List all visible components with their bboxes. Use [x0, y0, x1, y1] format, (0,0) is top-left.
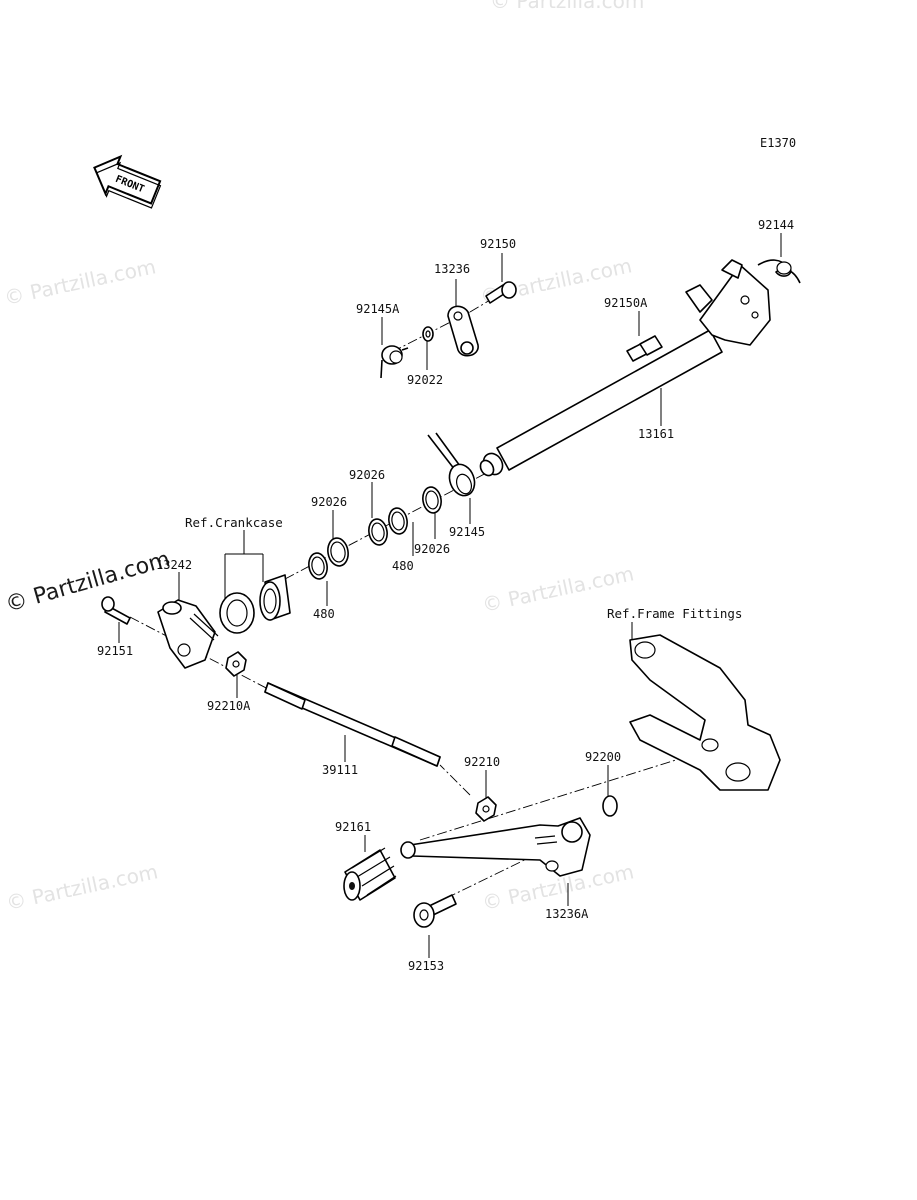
nut-92210A	[225, 651, 247, 677]
part-number-label[interactable]: 92161	[335, 820, 371, 834]
watermark: © Partzilla.com	[490, 0, 644, 13]
nut-92210	[475, 796, 497, 822]
part-number-label[interactable]: 92145	[449, 525, 485, 539]
part-number-label[interactable]: 13236	[434, 262, 470, 276]
ref-frame-fittings-label: Ref.Frame Fittings	[607, 606, 742, 621]
spring-92144	[757, 259, 801, 284]
part-number-label[interactable]: 92151	[97, 644, 133, 658]
diagram-code: E1370	[760, 136, 796, 150]
bolt-92151	[101, 596, 131, 625]
part-number-label[interactable]: 92210A	[207, 699, 251, 713]
part-number-label[interactable]: 92150	[480, 237, 516, 251]
bolt-92150	[485, 281, 517, 304]
watermark: © Partzilla.com	[4, 859, 160, 915]
part-number-labels: 92144 92150 13236 92150A 92145A 92022 13…	[97, 218, 794, 973]
tie-rod-39111	[264, 682, 441, 767]
front-arrow-icon: FRONT	[93, 154, 162, 209]
part-number-label[interactable]: 39111	[322, 763, 358, 777]
washers-and-clips	[308, 486, 442, 580]
part-number-label[interactable]: 92200	[585, 750, 621, 764]
spring-92145A	[380, 345, 409, 379]
pin-92150A	[626, 335, 663, 362]
part-number-label[interactable]: 92026	[349, 468, 385, 482]
rubber-peg-92161	[343, 847, 397, 901]
part-number-label[interactable]: 92144	[758, 218, 794, 232]
washer-92022	[422, 326, 434, 342]
frame-fitting	[629, 634, 781, 791]
part-number-label[interactable]: 92026	[414, 542, 450, 556]
bolt-92153	[413, 894, 457, 928]
part-number-label[interactable]: 480	[392, 559, 414, 573]
ref-crankcase-label: Ref.Crankcase	[185, 515, 283, 530]
part-number-label[interactable]: 480	[313, 607, 335, 621]
washer-92200	[602, 795, 618, 817]
lever-13236	[447, 305, 479, 357]
part-number-label[interactable]: 92150A	[604, 296, 648, 310]
part-number-label[interactable]: 92210	[464, 755, 500, 769]
watermark: © Partzilla.com	[2, 254, 158, 310]
shift-pedal-13236A	[400, 817, 591, 877]
watermark-group: © Partzilla.com © Partzilla.com © Partzi…	[2, 0, 644, 915]
spring-92145	[427, 432, 476, 497]
clamp-lever-13242	[157, 599, 219, 669]
part-number-label[interactable]: 92153	[408, 959, 444, 973]
part-number-label[interactable]: 92026	[311, 495, 347, 509]
shift-shaft-13161	[479, 259, 771, 477]
part-number-label[interactable]: 92145A	[356, 302, 400, 316]
crankcase-bearing-seal	[219, 574, 291, 634]
part-number-label[interactable]: 13242	[156, 558, 192, 572]
part-number-label[interactable]: 13161	[638, 427, 674, 441]
part-number-label[interactable]: 92022	[407, 373, 443, 387]
watermark-dark: © Partzilla.com	[3, 547, 173, 618]
part-number-label[interactable]: 13236A	[545, 907, 589, 921]
